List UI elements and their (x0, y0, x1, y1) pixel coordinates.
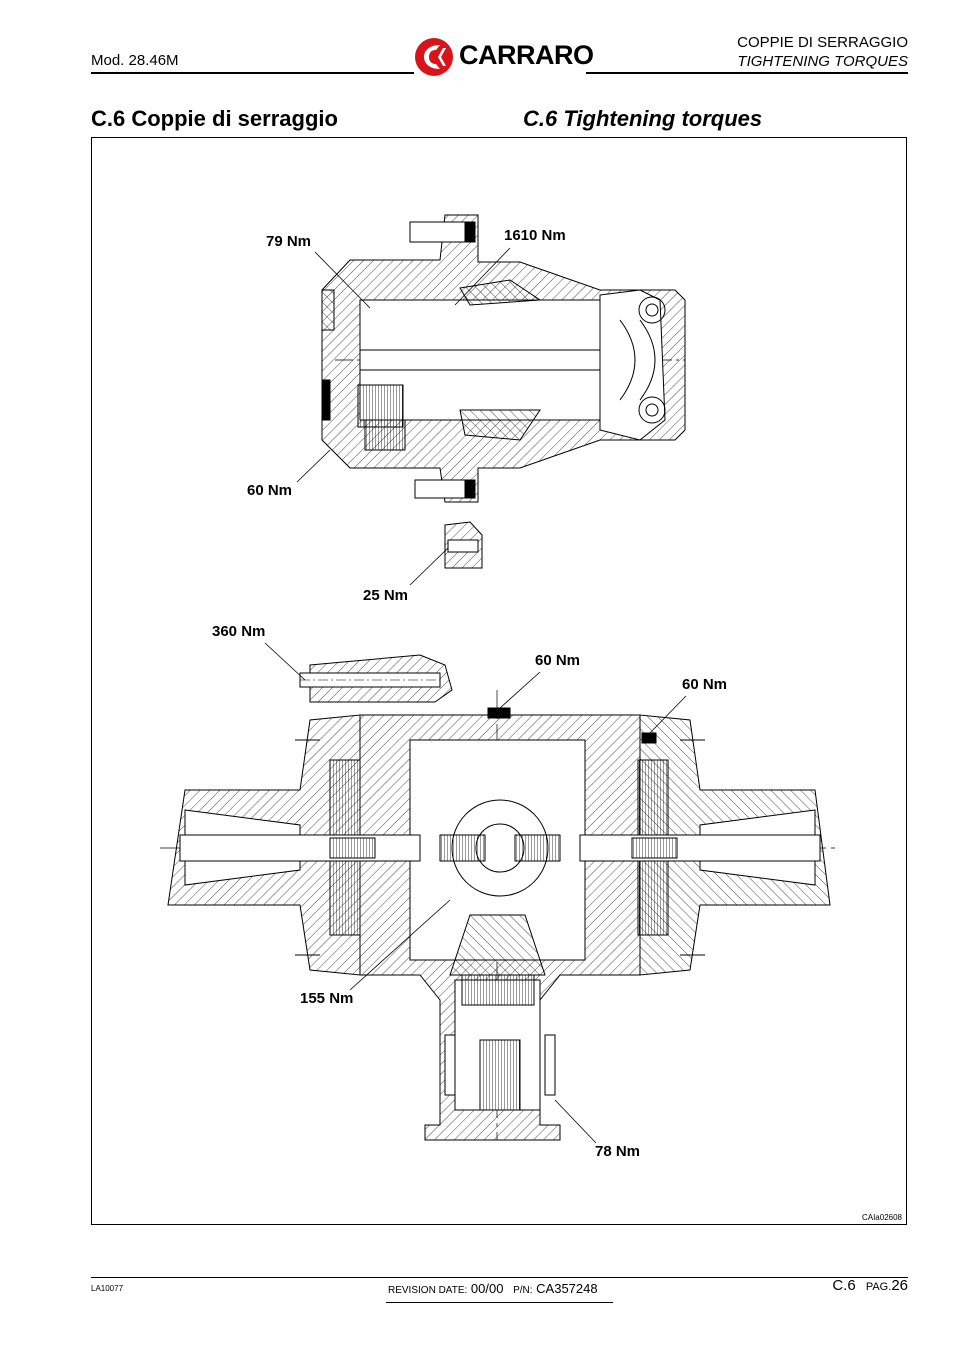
page-number: 26 (891, 1277, 908, 1294)
footer-page: C.6 PAG.26 (832, 1277, 908, 1294)
footer-rule (91, 1277, 908, 1278)
page-label: PAG. (865, 1281, 892, 1293)
section-en: TIGHTENING TORQUES (737, 53, 908, 70)
footer-left-code: LA10077 (91, 1284, 124, 1293)
section-heading: COPPIE DI SERRAGGIO TIGHTENING TORQUES (737, 33, 908, 71)
axle-housing-assembly (160, 690, 840, 1141)
footer-section: C.6 (832, 1277, 856, 1294)
torque-label-60-top: 60 Nm (535, 652, 581, 669)
torque-label-360: 360 Nm (212, 623, 266, 640)
model-label: Mod. 28.46M (91, 52, 179, 69)
torque-label-78: 78 Nm (595, 1143, 641, 1160)
section-it: COPPIE DI SERRAGGIO (737, 34, 908, 51)
revision-label: REVISION DATE: (388, 1285, 468, 1296)
carraro-logo: CARRARO (413, 37, 594, 77)
header-rule-left (91, 72, 414, 74)
pn-label: P/N: (513, 1285, 533, 1296)
footer-revision: REVISION DATE: 00/00 P/N: CA357248 (388, 1281, 598, 1296)
drawing-frame (91, 137, 907, 1225)
torque-label-79: 79 Nm (266, 233, 312, 250)
carraro-logo-icon (415, 38, 453, 76)
footer-rule-mid (386, 1302, 613, 1303)
leader-lines (264, 247, 687, 1144)
torque-label-25: 25 Nm (363, 587, 409, 604)
drawing-code: CAIa02608 (861, 1213, 902, 1222)
pn-value: CA357248 (536, 1281, 598, 1296)
revision-value: 00/00 (470, 1281, 504, 1296)
brand-name: CARRARO (459, 40, 594, 70)
torque-label-60-hub: 60 Nm (247, 482, 293, 499)
torque-label-1610: 1610 Nm (504, 227, 566, 244)
page-title-en: C.6 Tightening torques (523, 106, 763, 131)
page-title-it: C.6 Coppie di serraggio (91, 106, 338, 131)
lever-bolt-360 (299, 654, 453, 703)
torque-label-60-right: 60 Nm (682, 676, 728, 693)
upper-hub-assembly (321, 214, 686, 503)
header-rule-right (586, 72, 908, 74)
torque-label-155: 155 Nm (300, 990, 354, 1007)
small-part-25 (444, 521, 483, 569)
